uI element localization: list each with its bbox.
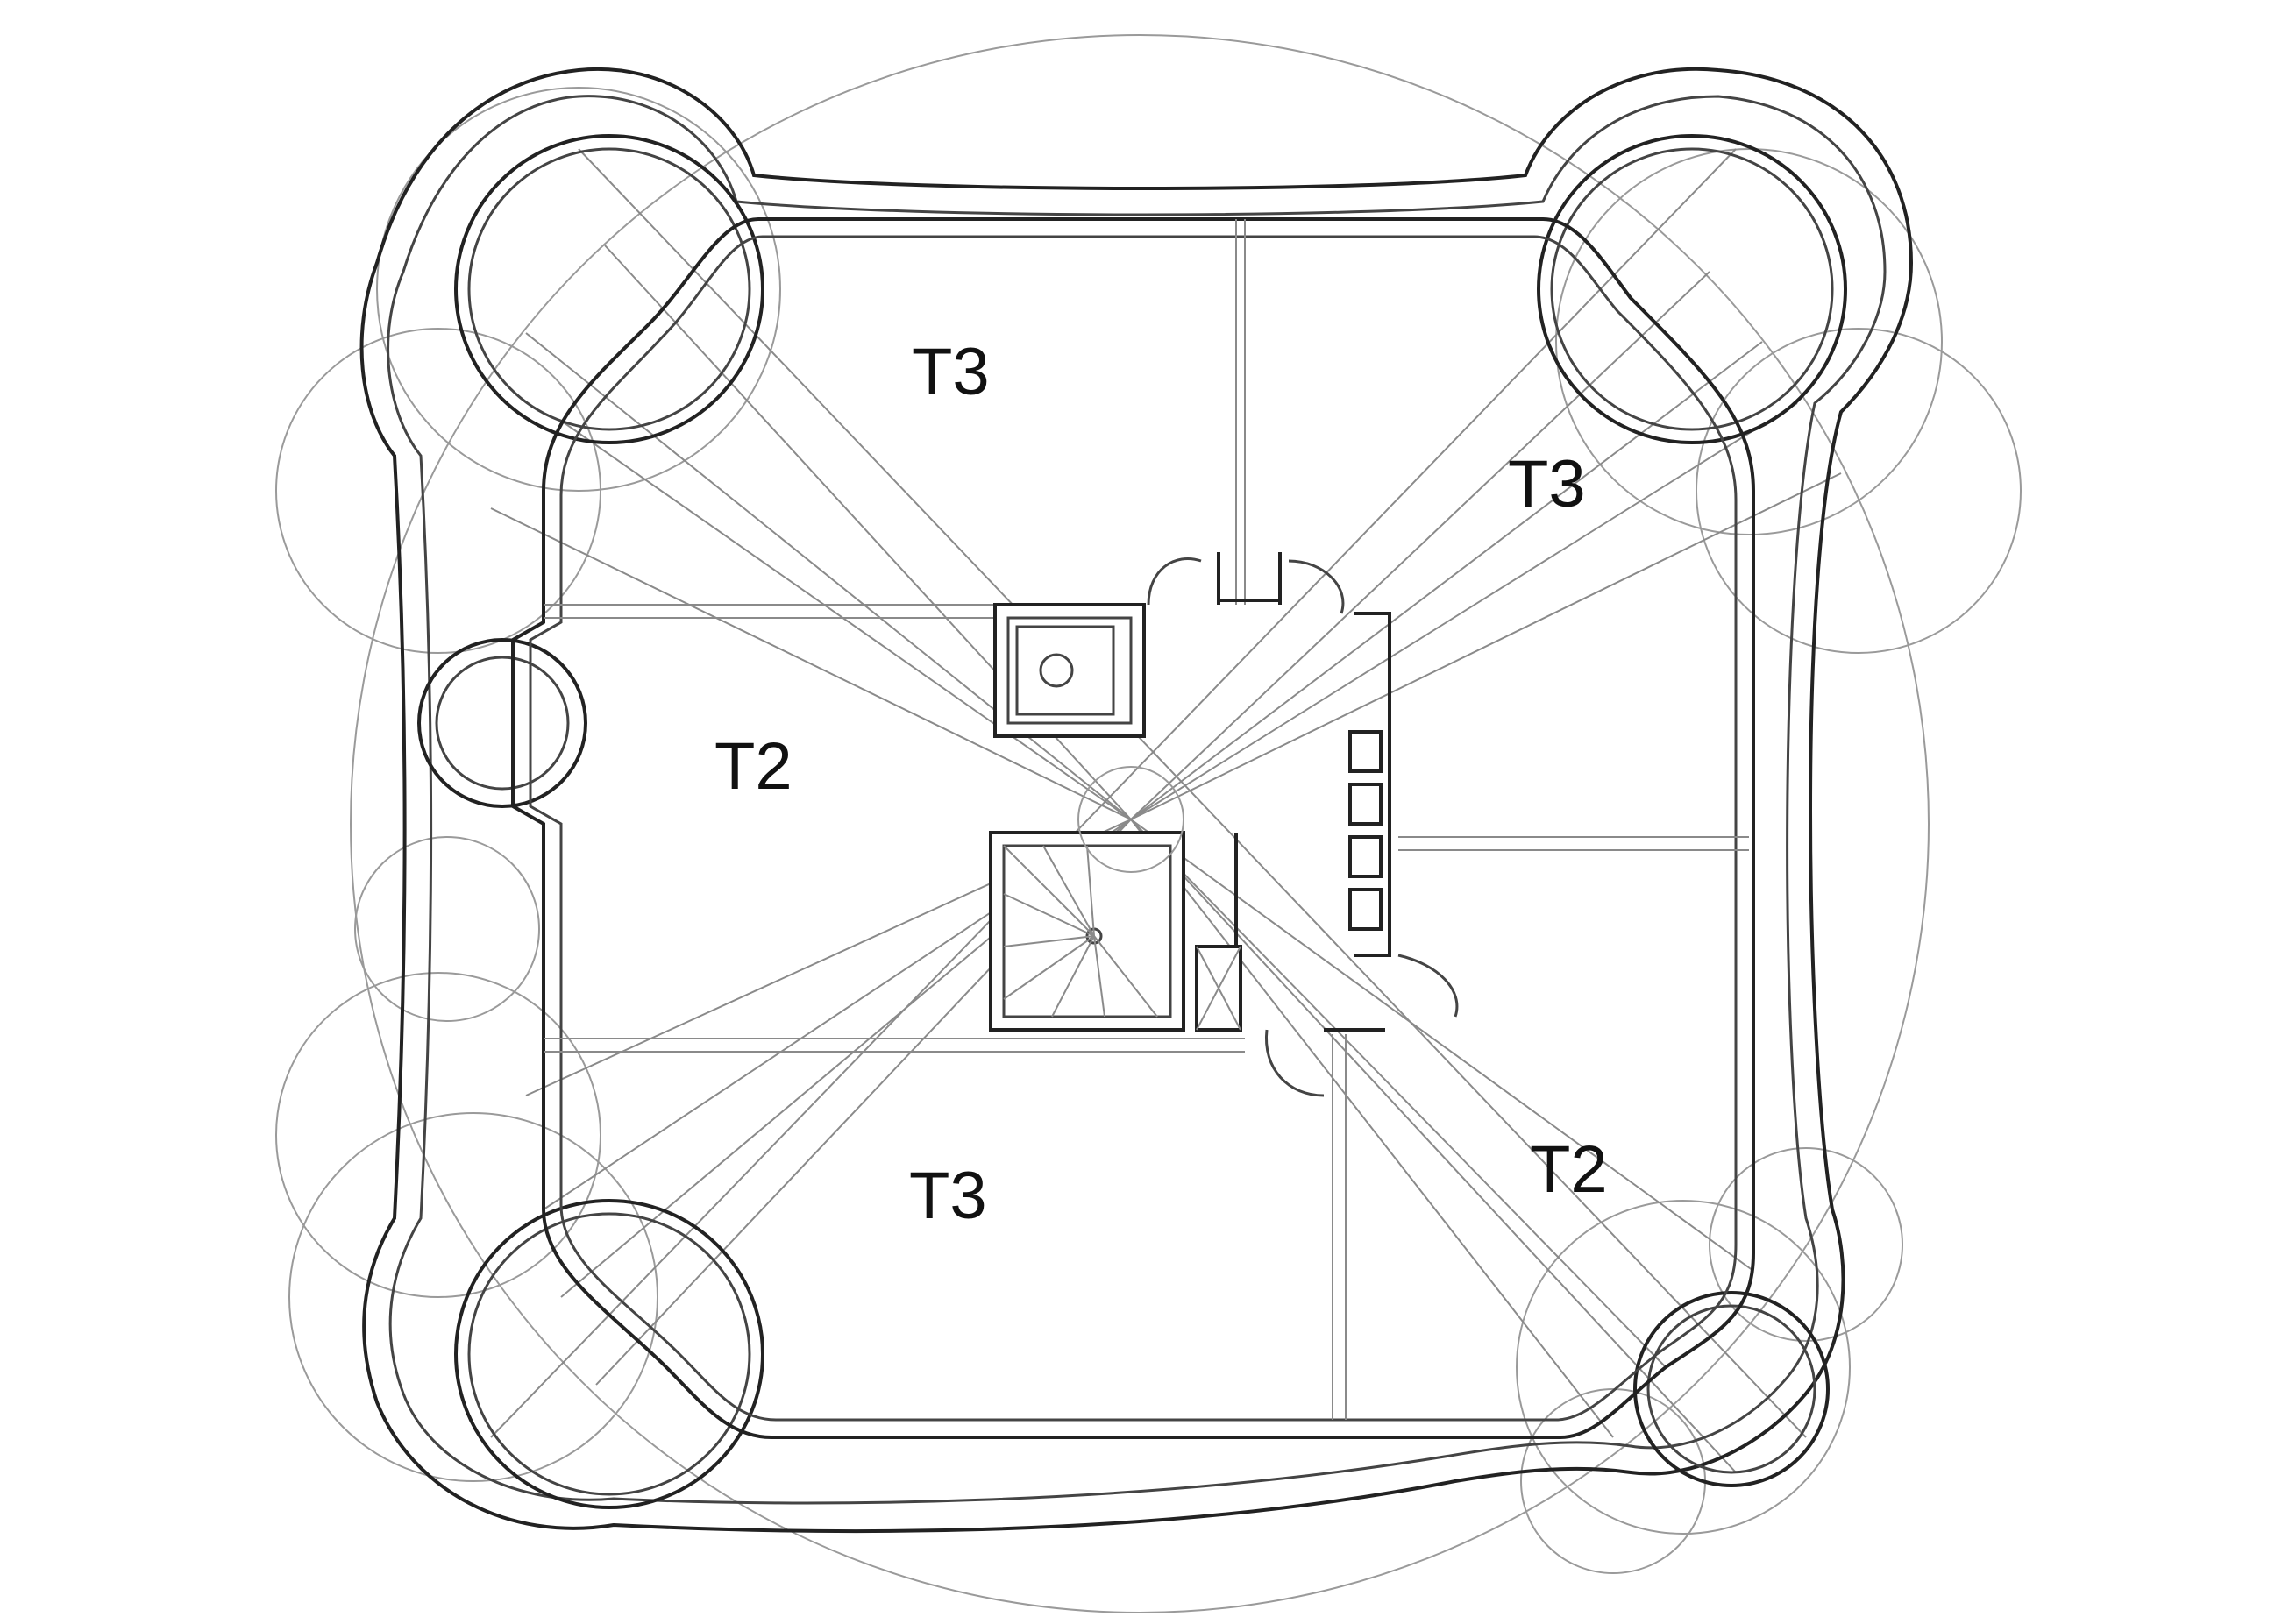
corner-towers (417, 134, 1847, 1509)
room-label-w: T2 (714, 729, 793, 804)
partitions (544, 219, 1749, 1420)
room-label-nw: T3 (912, 335, 990, 409)
construction-circles (275, 34, 2022, 1613)
central-core (989, 552, 1459, 1097)
inner-perimeter (511, 217, 1755, 1439)
room-label-se: T2 (1530, 1132, 1608, 1207)
radial-lines (490, 148, 1842, 1473)
room-labels: T3 T3 T2 T3 T2 (714, 335, 1608, 1233)
room-label-ne: T3 (1508, 447, 1586, 521)
room-label-sw: T3 (909, 1159, 987, 1233)
outer-envelope (359, 67, 1914, 1534)
